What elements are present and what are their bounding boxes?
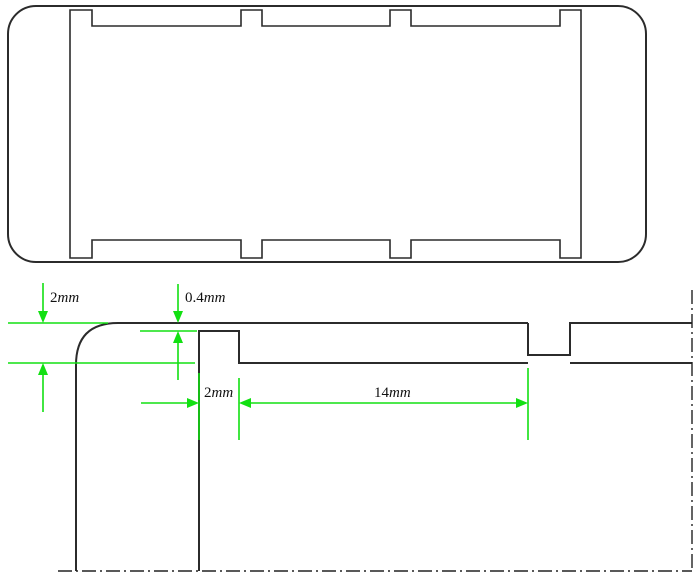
notch-profile bbox=[527, 322, 692, 356]
panel-overview bbox=[7, 5, 647, 263]
dimension-corner-radius: 2mm bbox=[8, 283, 195, 412]
arrowhead-right bbox=[516, 398, 528, 408]
outer-rounded-edge bbox=[75, 322, 140, 571]
arrowhead-up bbox=[38, 363, 48, 375]
dimension-notch-spacing: 14mm bbox=[239, 368, 529, 440]
rim-width-label: 2mm bbox=[204, 385, 233, 401]
dimension-rim-width: 2mm bbox=[141, 373, 240, 440]
arrowhead-down bbox=[173, 311, 183, 323]
arrowhead-right bbox=[187, 398, 199, 408]
panel-outer-rounded-border bbox=[7, 5, 647, 263]
inner-frame-profile bbox=[198, 330, 528, 571]
arrowhead-down bbox=[38, 311, 48, 323]
wall-gap-label: 0.4mm bbox=[185, 290, 226, 306]
panel-inner-frame bbox=[69, 9, 582, 259]
arrowhead-up bbox=[173, 331, 183, 343]
corner-radius-label: 2mm bbox=[50, 290, 79, 306]
dimension-wall-gap: 0.4mm bbox=[140, 284, 226, 380]
notch-spacing-label: 14mm bbox=[374, 385, 411, 401]
arrowhead-left bbox=[239, 398, 251, 408]
detail-view bbox=[58, 290, 693, 572]
